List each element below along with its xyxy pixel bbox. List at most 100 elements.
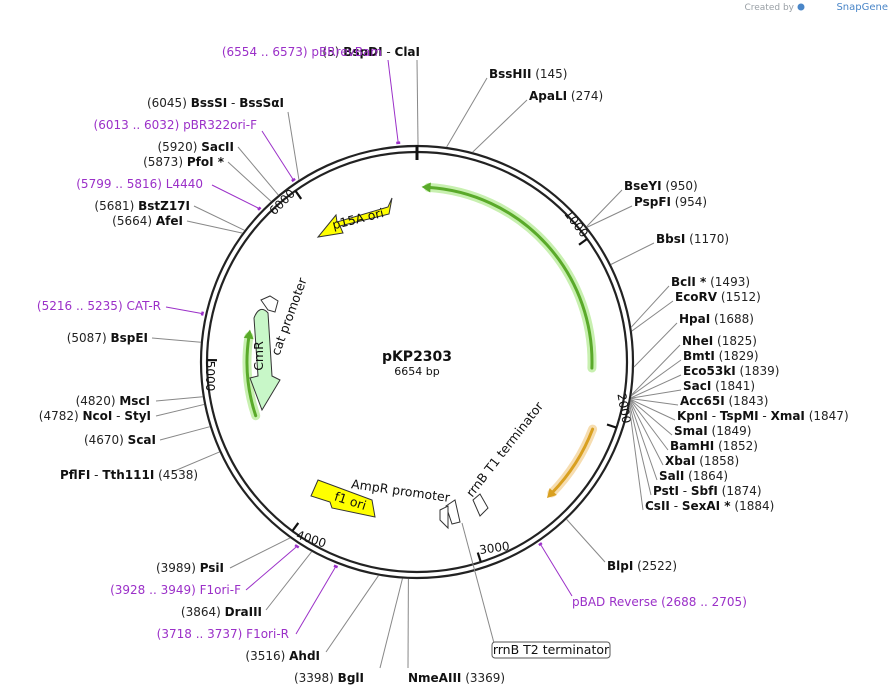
enzyme-name: PsiI — [200, 561, 224, 575]
site-leader — [287, 111, 300, 180]
site-leader — [630, 389, 682, 399]
enzyme-name: TspMI — [720, 409, 759, 423]
primer-range: (5216 .. 5235) — [37, 299, 127, 313]
primer-leader — [387, 59, 399, 143]
restriction-site-label: Acc65I (1843) — [680, 394, 768, 408]
feature-arrowhead — [421, 182, 431, 193]
enzyme-name: NcoI — [82, 409, 112, 423]
site-position: (3398) — [294, 671, 338, 685]
enzyme-name: PspFI — [634, 195, 671, 209]
site-leader — [229, 537, 291, 569]
site-leader — [630, 285, 670, 328]
feature-cmr: CmR — [249, 308, 281, 412]
restriction-site-label: (3989) PsiI — [156, 561, 224, 575]
site-position: - — [708, 409, 720, 423]
tick-mark — [291, 522, 300, 532]
site-leader — [155, 403, 205, 417]
site-leader — [171, 451, 220, 473]
enzyme-name: Acc65I — [680, 394, 725, 408]
primer-label: (5216 .. 5235) CAT-R — [37, 299, 161, 313]
restriction-site-label: ApaLI (274) — [529, 89, 603, 103]
enzyme-name: Tth111I — [102, 468, 154, 482]
primer-leader — [261, 130, 294, 181]
feature-arrowhead — [243, 329, 254, 340]
site-position: (3516) — [245, 649, 289, 663]
primer-name: F1ori-R — [246, 627, 289, 641]
restriction-site-label: CsII - SexAI * (1884) — [645, 499, 774, 513]
enzyme-name: BstZ17I — [138, 199, 190, 213]
enzyme-name: PflFI — [60, 468, 90, 482]
site-position: (4820) — [76, 394, 120, 408]
enzyme-name: BclI * — [671, 275, 707, 289]
site-leader — [610, 242, 655, 265]
enzyme-name: ClaI — [395, 45, 420, 59]
tick-mark — [294, 190, 303, 200]
site-position: (1839) — [736, 364, 780, 378]
enzyme-name: BmtI — [683, 349, 715, 363]
restriction-site-label: PspFI (954) — [634, 195, 707, 209]
site-position: (1688) — [710, 312, 754, 326]
site-leader — [151, 337, 201, 343]
site-leader — [630, 398, 676, 421]
enzyme-name: BssSαI — [239, 96, 284, 110]
site-position: (1858) — [695, 454, 739, 468]
restriction-site-label: BlpI (2522) — [607, 559, 677, 573]
tick-label: 2000 — [614, 392, 633, 425]
enzyme-name: AfeI — [156, 214, 183, 228]
site-position: (1847) — [805, 409, 849, 423]
site-leader — [630, 399, 673, 436]
site-position: (1493) — [706, 275, 750, 289]
site-leader — [227, 161, 272, 202]
primer-label: pBAD Reverse (2688 .. 2705) — [572, 595, 747, 609]
site-position: - — [112, 409, 124, 423]
restriction-site-label: XbaI (1858) — [665, 454, 739, 468]
primer-leader — [295, 566, 337, 635]
enzyme-name: BlpI — [607, 559, 633, 573]
site-leader — [186, 220, 243, 234]
restriction-site-label: PflFI - Tth111I (4538) — [60, 468, 198, 482]
site-position: (3989) — [156, 561, 200, 575]
primer-leader — [539, 543, 573, 597]
site-leader — [586, 189, 623, 227]
site-position: - — [670, 499, 682, 513]
primer-mark — [538, 542, 543, 547]
tick-label: 1000 — [561, 207, 591, 240]
primer-name: L4440 — [166, 177, 203, 191]
feature-label-p15a-ori: p15A ori — [331, 205, 386, 232]
site-position: (5664) — [112, 214, 156, 228]
tick-mark — [578, 237, 588, 246]
site-position: (5) — [322, 45, 343, 59]
primer-labels: (6554 .. 6573) pBRrevBam (6013 .. 6032) p… — [37, 45, 747, 641]
feature-rrnb-t2-terminator: rrnB T2 terminator — [491, 641, 611, 659]
enzyme-name: AhdI — [289, 649, 320, 663]
primer-range: (6554 .. 6573) — [222, 45, 312, 59]
primer-label: (6554 .. 6573) pBRrevBam — [222, 45, 382, 59]
site-position: (6045) — [147, 96, 191, 110]
site-leader — [633, 322, 678, 368]
enzyme-name: SacII — [201, 140, 234, 154]
restriction-site-label: BmtI (1829) — [683, 349, 759, 363]
feature-f1-ori: f1 ori — [310, 479, 376, 518]
enzyme-name: MscI — [119, 394, 150, 408]
enzyme-name: BspEI — [110, 331, 148, 345]
enzyme-name: HpaI — [679, 312, 710, 326]
feature-label-cat-promoter: cat promoter — [268, 275, 310, 357]
enzyme-name: BspDI — [343, 45, 382, 59]
primer-label: (3718 .. 3737) F1ori-R — [157, 627, 289, 641]
primer-mark — [333, 564, 339, 569]
restriction-site-label: SacI (1841) — [683, 379, 755, 393]
primer-label: (6013 .. 6032) pBR322ori-F — [94, 118, 258, 132]
site-leader — [629, 401, 664, 466]
restriction-site-label: SalI (1864) — [659, 469, 728, 483]
site-leader — [629, 402, 658, 481]
enzyme-name: SbfI — [691, 484, 718, 498]
feature-label-rrnb-t1: rrnB T1 terminator — [463, 398, 547, 500]
plasmid-name: pKP2303 — [382, 349, 452, 365]
restriction-site-label: NheI (1825) — [682, 334, 757, 348]
credit-prefix: Created by — [744, 3, 794, 13]
credit-brand: SnapGene — [836, 2, 888, 13]
primer-mark — [200, 311, 205, 316]
site-position: (5681) — [94, 199, 138, 213]
restriction-site-label: BssHII (145) — [489, 67, 568, 81]
